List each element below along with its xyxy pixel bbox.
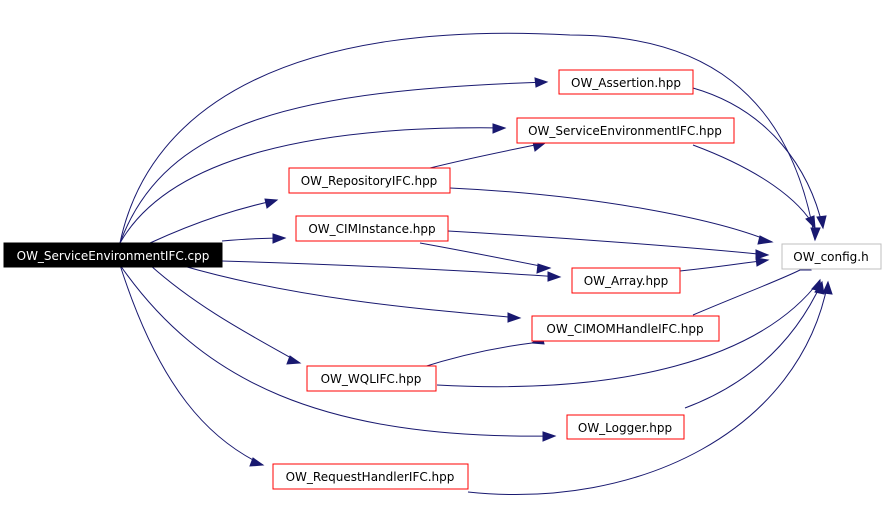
edge-root-to-serviceenv [119,127,506,244]
node-label: OW_RepositoryIFC.hpp [301,174,438,188]
arrowhead [547,271,562,282]
arrowhead [816,215,827,230]
arrowhead [757,235,774,245]
node-label: OW_Array.hpp [584,274,669,288]
node-label: OW_ServiceEnvironmentIFC.cpp [17,249,210,263]
node-array[interactable]: OW_Array.hpp [571,267,681,294]
node-label: OW_CIMInstance.hpp [308,222,435,236]
node-logger[interactable]: OW_Logger.hpp [566,414,685,440]
edge-root-to-logger [119,264,556,437]
node-label: OW_config.h [793,250,868,264]
edge-logger-to-config [684,281,823,409]
arrowhead [542,431,557,442]
node-label: OW_CIMOMHandleIFC.hpp [546,322,703,336]
node-config[interactable]: OW_config.h [781,243,882,270]
edge-array-to-config [679,259,769,272]
arrowhead [822,280,833,295]
edge-root-to-cimomhandle [179,264,521,319]
arrowhead [814,280,825,295]
edge-requesthandler-to-config [467,281,829,495]
arrowhead [810,227,821,242]
edge-assertion-to-config [692,87,824,229]
edge-root-to-repository [149,199,278,244]
edge-root-to-requesthandler [119,264,264,466]
edge-repository-to-serviceenv [429,142,546,169]
arrowhead [755,249,770,260]
arrowhead [507,312,522,323]
node-label: OW_ServiceEnvironmentIFC.hpp [528,124,722,138]
node-root[interactable]: OW_ServiceEnvironmentIFC.cpp [3,242,223,268]
node-serviceenv-hpp[interactable]: OW_ServiceEnvironmentIFC.hpp [516,117,735,144]
edge-root-to-config-top [119,32,816,244]
edge-cimomhandle-to-config [692,269,801,316]
node-assertion[interactable]: OW_Assertion.hpp [558,69,694,95]
arrowhead [264,198,279,209]
edges [119,32,829,495]
node-label: OW_RequestHandlerIFC.hpp [286,470,455,484]
edge-ciminstance-to-config [447,230,769,256]
edge-root-to-wqlifc [149,264,301,364]
edge-wqlifc-to-cimomhandle [419,342,533,369]
node-cimomhandle[interactable]: OW_CIMOMHandleIFC.hpp [531,315,720,342]
node-wqlifc[interactable]: OW_WQLIFC.hpp [306,365,437,392]
node-label: OW_Assertion.hpp [571,76,681,90]
arrowhead [286,355,302,365]
arrowhead [805,215,816,230]
node-label: OW_WQLIFC.hpp [321,372,422,386]
edge-root-to-array [221,260,561,278]
node-label: OW_Logger.hpp [578,421,672,435]
edge-root-to-assertion [119,81,548,244]
edge-serviceenv-to-config [692,144,816,229]
arrowhead [272,233,287,244]
edge-ciminstance-to-array [419,242,551,269]
node-repository[interactable]: OW_RepositoryIFC.hpp [288,167,451,194]
arrowhead [536,263,552,274]
arrowhead [249,457,265,467]
node-requesthandler[interactable]: OW_RequestHandlerIFC.hpp [272,463,469,490]
edge-repository-to-config [449,187,773,243]
arrowhead [492,123,507,134]
arrowhead [534,77,549,88]
node-ciminstance[interactable]: OW_CIMInstance.hpp [295,215,449,242]
arrowhead [755,257,770,267]
edge-wqlifc-to-config [436,279,821,388]
